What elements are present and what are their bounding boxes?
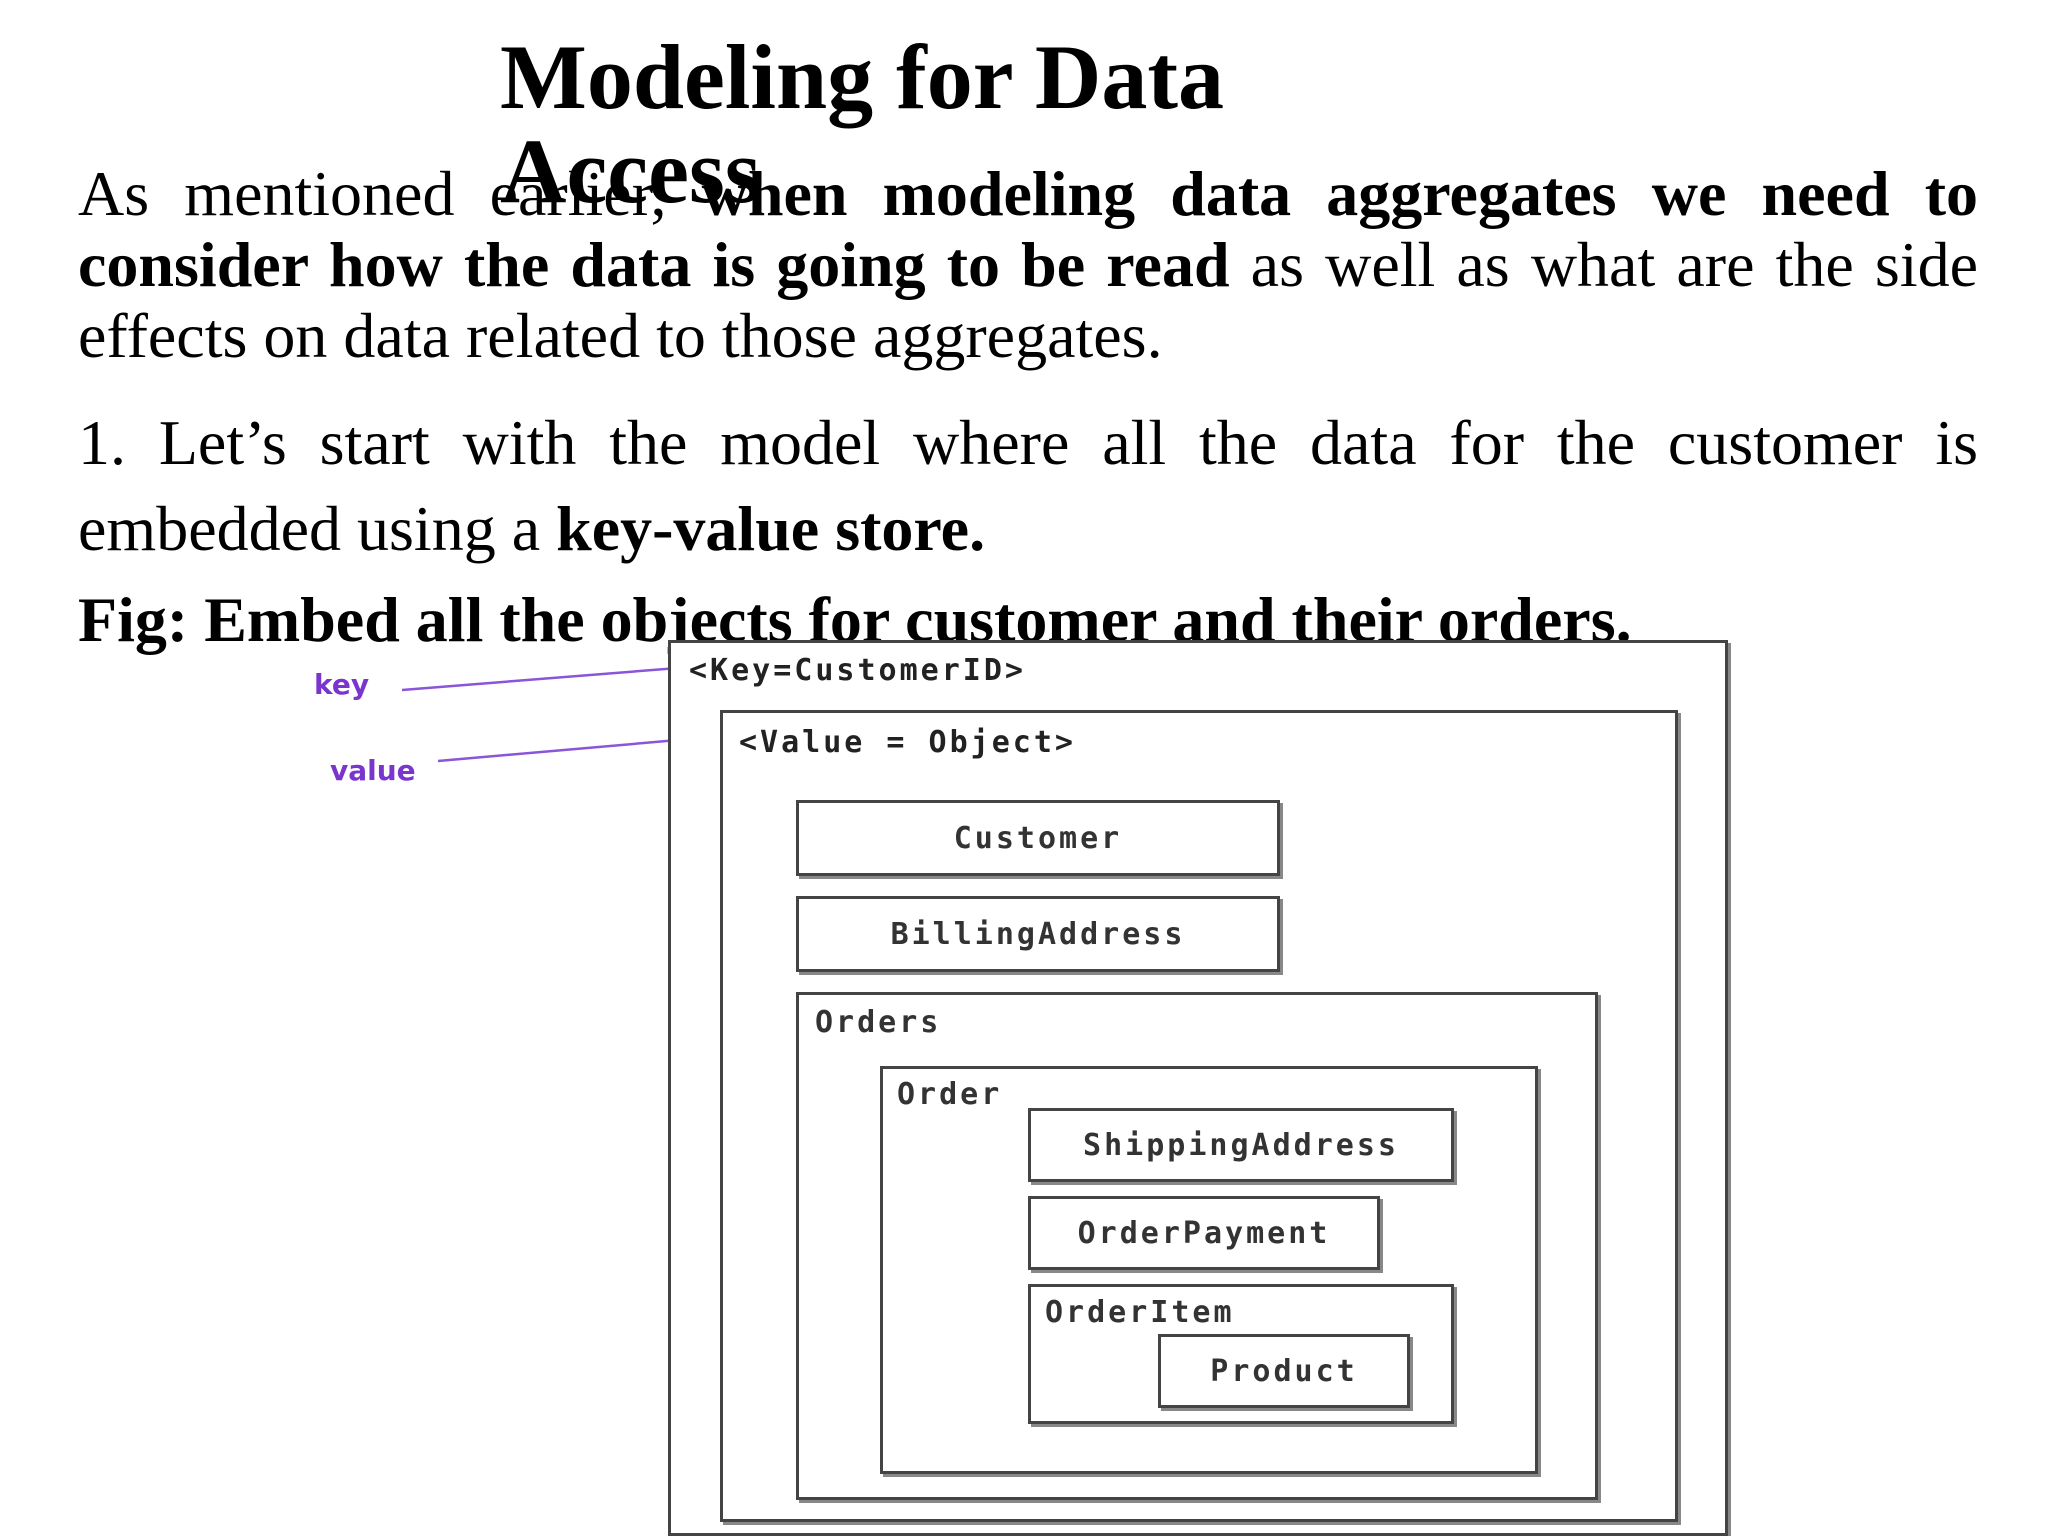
step-text-emphasis: key-value store. bbox=[556, 493, 986, 564]
intro-text-end: as well as what are the side effects on … bbox=[78, 229, 1979, 371]
key-box-label: <Key=CustomerID> bbox=[689, 653, 1026, 688]
order-item-label: OrderItem bbox=[1045, 1295, 1235, 1330]
intro-text-emphasis: when modeling data aggregates we need to… bbox=[78, 158, 1979, 300]
customer-label: Customer bbox=[953, 820, 1123, 856]
step-paragraph: 1. Let’s start with the model where all … bbox=[78, 400, 1978, 572]
value-box-label: <Value = Object> bbox=[739, 725, 1076, 760]
intro-text-start: As mentioned earlier, bbox=[78, 158, 702, 229]
shipping-address-box: ShippingAddress bbox=[1028, 1108, 1454, 1182]
slide-title: Modeling for Data Access bbox=[500, 26, 1225, 222]
billing-address-label: BillingAddress bbox=[890, 916, 1186, 952]
product-box: Product bbox=[1158, 1334, 1410, 1408]
key-value-diagram: key value <Key=CustomerID> <Value = Obje… bbox=[300, 640, 1760, 1536]
orders-label: Orders bbox=[815, 1005, 942, 1040]
shipping-address-label: ShippingAddress bbox=[1083, 1127, 1399, 1163]
order-payment-box: OrderPayment bbox=[1028, 1196, 1380, 1270]
step-text-start: 1. Let’s start with the model where all … bbox=[78, 407, 1978, 564]
key-connector-line bbox=[401, 666, 679, 692]
value-side-label: value bbox=[330, 754, 416, 787]
customer-box: Customer bbox=[796, 800, 1280, 876]
product-label: Product bbox=[1210, 1353, 1358, 1389]
order-label: Order bbox=[897, 1077, 1003, 1112]
order-payment-label: OrderPayment bbox=[1077, 1215, 1331, 1251]
billing-address-box: BillingAddress bbox=[796, 896, 1280, 972]
key-side-label: key bbox=[314, 668, 370, 701]
intro-paragraph: As mentioned earlier, when modeling data… bbox=[78, 158, 1978, 371]
